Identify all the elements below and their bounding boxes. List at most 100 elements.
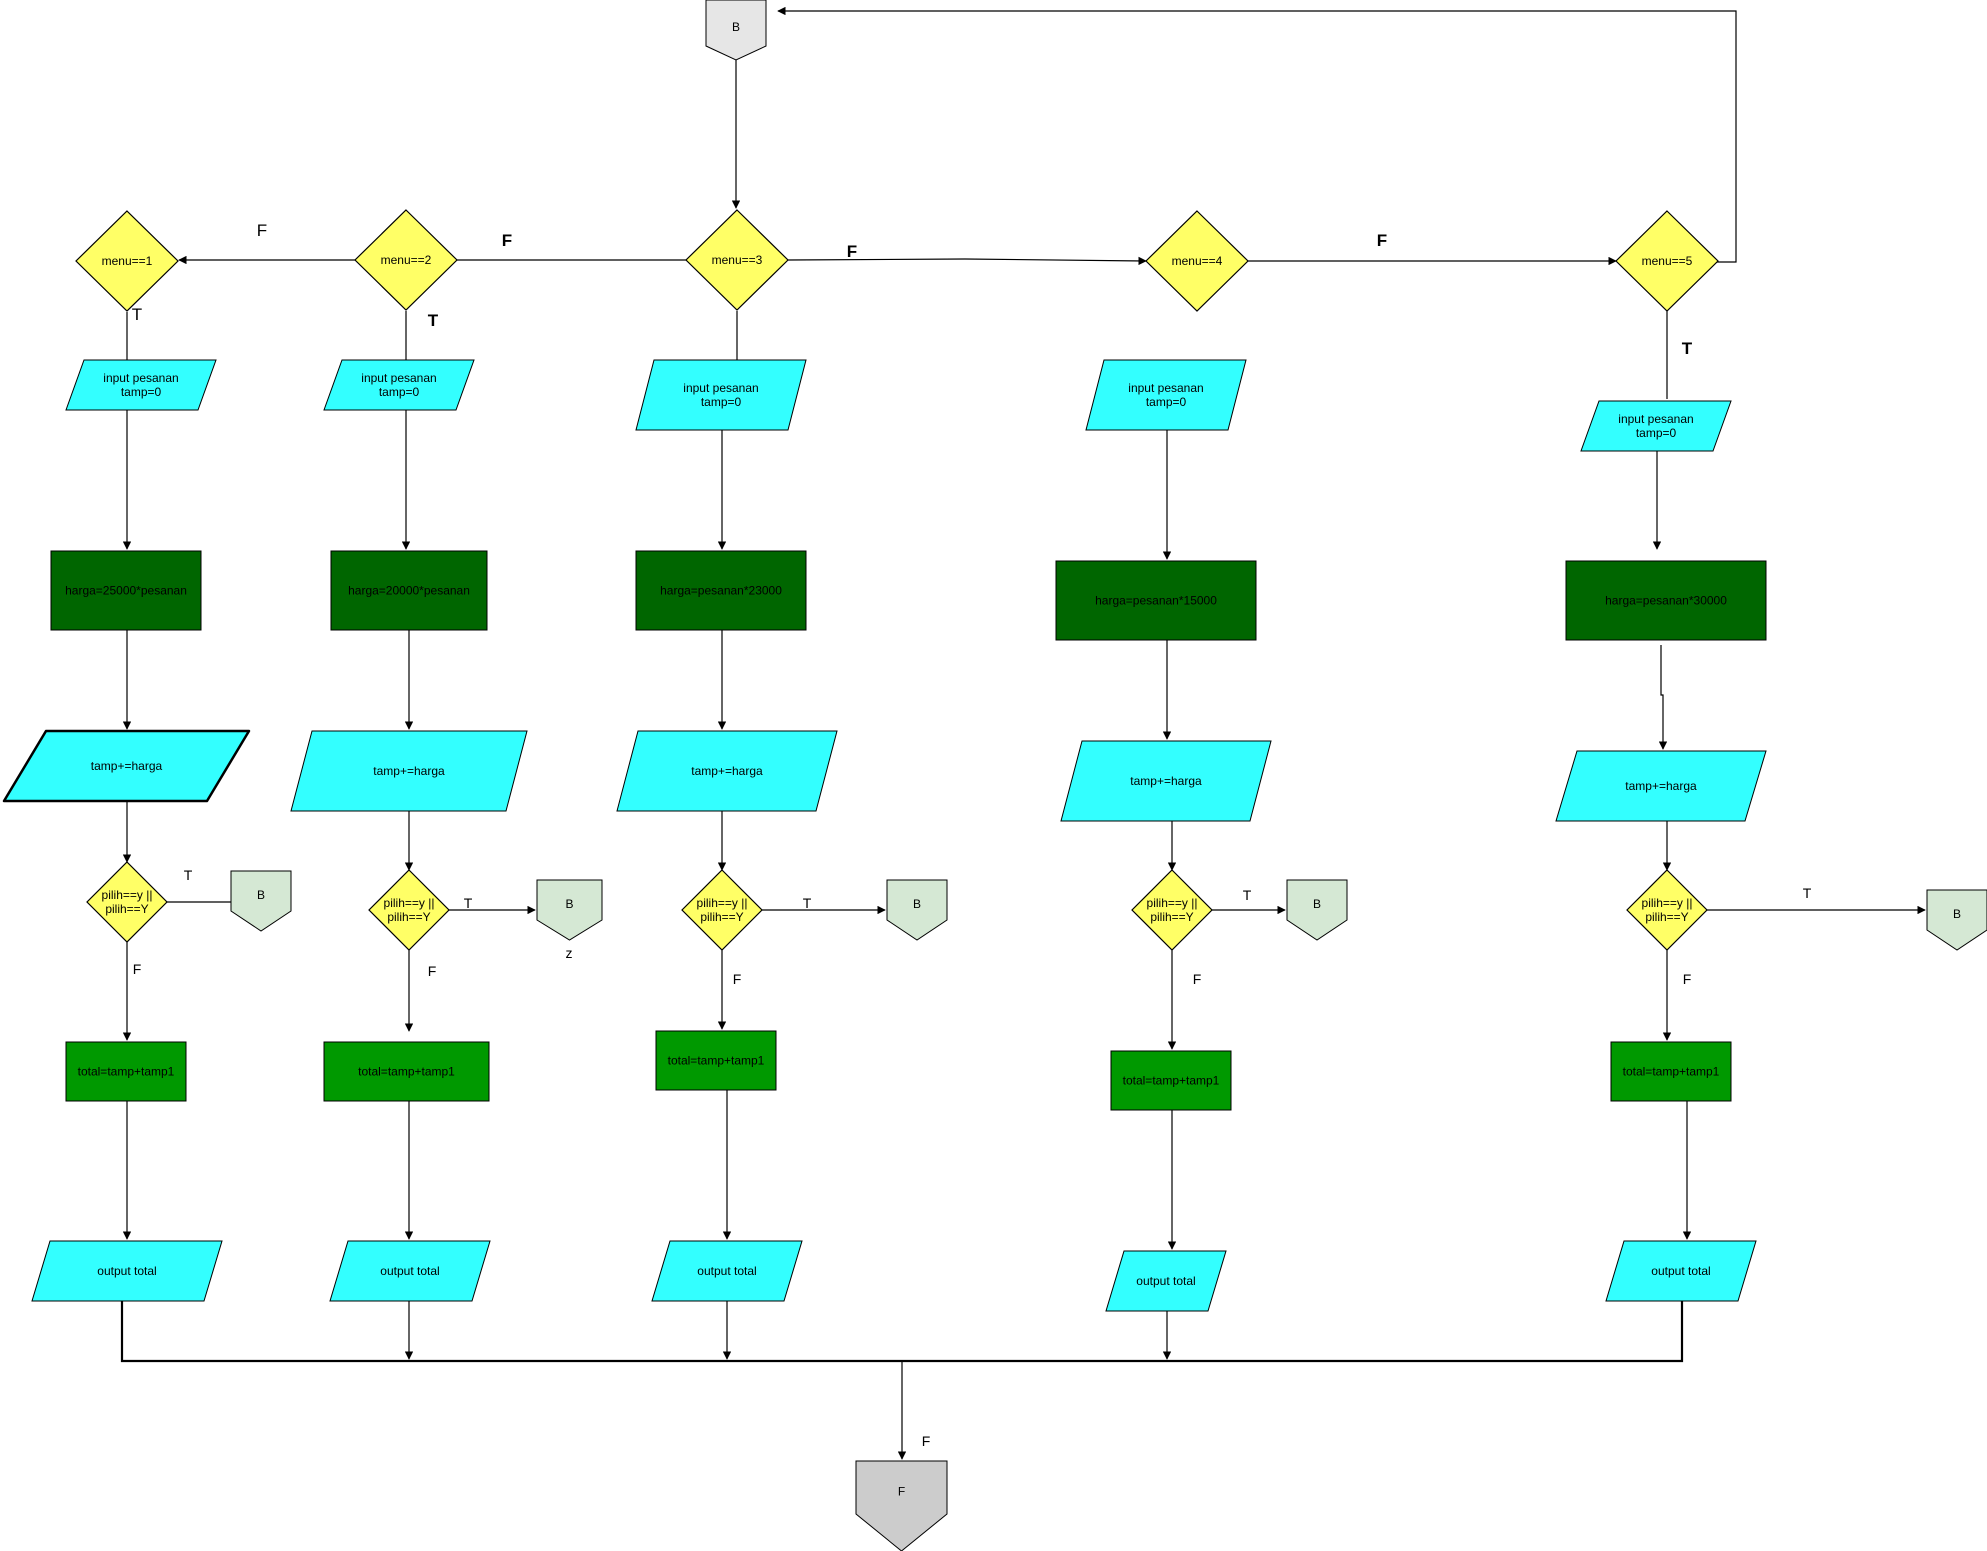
start-connector-b-shape (705, 0, 767, 61)
decision-pilih-5-label: pilih==y ||pilih==Y (1642, 896, 1693, 924)
accum-tamp-5[interactable]: tamp+=harga (1555, 750, 1767, 822)
calc-total-5[interactable]: total=tamp+tamp1 (1610, 1041, 1732, 1102)
connector-b-1-shape (230, 870, 292, 932)
edge-label-t: T (1243, 887, 1252, 903)
output-total-1-shape (31, 1240, 223, 1302)
start-connector-b[interactable]: B (705, 0, 767, 61)
edge-label-t: T (464, 895, 473, 911)
calc-harga-4[interactable]: harga=pesanan*15000 (1055, 560, 1257, 641)
calc-harga-3[interactable]: harga=pesanan*23000 (635, 550, 807, 631)
decision-pilih-1[interactable]: pilih==y ||pilih==Y (86, 861, 168, 943)
edge-label-f: F (1193, 971, 1202, 987)
input-pesanan-1-shape (65, 359, 217, 411)
calc-harga-2[interactable]: harga=20000*pesanan (330, 550, 488, 631)
end-terminator-f-shape (855, 1460, 948, 1551)
decision-menu-2[interactable]: menu==2 (354, 209, 458, 311)
calc-total-2-label: total=tamp+tamp1 (358, 1065, 455, 1079)
calc-harga-5[interactable]: harga=pesanan*30000 (1565, 560, 1767, 641)
decision-pilih-2[interactable]: pilih==y ||pilih==Y (368, 869, 450, 951)
connector-b-2[interactable]: B (536, 879, 603, 941)
decision-menu-5-shape (1615, 210, 1719, 312)
edge-label-f: F (502, 231, 512, 250)
decision-menu-3[interactable]: menu==3 (685, 209, 789, 311)
calc-total-5-label: total=tamp+tamp1 (1623, 1065, 1720, 1079)
calc-total-1[interactable]: total=tamp+tamp1 (65, 1041, 187, 1102)
decision-menu-1[interactable]: menu==1 (75, 210, 179, 312)
output-total-5[interactable]: output total (1605, 1240, 1757, 1302)
output-total-4[interactable]: output total (1105, 1250, 1227, 1312)
connector-b-4[interactable]: B (1286, 879, 1348, 941)
decision-pilih-3-label: pilih==y ||pilih==Y (697, 896, 748, 924)
output-total-2[interactable]: output total (329, 1240, 491, 1302)
output-total-4-label: output total (1136, 1274, 1195, 1288)
connector-b-2-label: B (565, 897, 573, 911)
calc-harga-3-shape (635, 550, 807, 631)
flow-calc-to-accum-5 (1658, 645, 1668, 750)
accum-tamp-1[interactable]: tamp+=harga (2, 729, 251, 803)
accum-tamp-3[interactable]: tamp+=harga (616, 730, 838, 812)
calc-total-1-shape (65, 1041, 187, 1102)
decision-menu-2-shape (354, 209, 458, 311)
calc-harga-5-shape (1565, 560, 1767, 641)
connector-b-5-shape (1926, 889, 1987, 951)
edge-label-f: F (257, 221, 267, 240)
calc-total-3-label: total=tamp+tamp1 (668, 1054, 765, 1068)
accum-tamp-2-shape (290, 730, 528, 812)
end-terminator-f[interactable]: F (855, 1460, 948, 1551)
output-total-3[interactable]: output total (651, 1240, 803, 1302)
edge-label-t: T (184, 867, 193, 883)
connector-b-5[interactable]: B (1926, 889, 1987, 951)
decision-pilih-3[interactable]: pilih==y ||pilih==Y (681, 869, 763, 951)
connector-b-4-shape (1286, 879, 1348, 941)
decision-menu-3-label: menu==3 (712, 253, 763, 267)
accum-tamp-4-shape (1060, 740, 1272, 822)
calc-harga-2-label: harga=20000*pesanan (348, 584, 470, 598)
accum-tamp-5-shape (1555, 750, 1767, 822)
decision-menu-4[interactable]: menu==4 (1145, 210, 1249, 312)
decision-menu-4-label: menu==4 (1172, 254, 1223, 268)
connector-b-3[interactable]: B (886, 879, 948, 941)
calc-harga-3-label: harga=pesanan*23000 (660, 584, 782, 598)
decision-menu-5[interactable]: menu==5 (1615, 210, 1719, 312)
calc-harga-2-shape (330, 550, 488, 631)
calc-total-2-shape (323, 1041, 490, 1102)
accum-tamp-5-label: tamp+=harga (1625, 779, 1697, 793)
edge-label-f: F (1683, 971, 1692, 987)
calc-harga-4-label: harga=pesanan*15000 (1095, 594, 1217, 608)
connector-b-5-label: B (1953, 907, 1961, 921)
end-terminator-f-label: F (898, 1485, 905, 1499)
accum-tamp-4[interactable]: tamp+=harga (1060, 740, 1272, 822)
decision-pilih-5[interactable]: pilih==y ||pilih==Y (1626, 869, 1708, 951)
edge-label-f: F (847, 242, 857, 261)
accum-tamp-3-shape (616, 730, 838, 812)
decision-menu-1-shape (75, 210, 179, 312)
calc-harga-1[interactable]: harga=25000*pesanan (50, 550, 202, 631)
note-z: z (566, 945, 573, 961)
calc-total-3[interactable]: total=tamp+tamp1 (655, 1030, 777, 1091)
edge-label-t: T (803, 895, 812, 911)
edge-label-f: F (428, 963, 437, 979)
calc-total-2[interactable]: total=tamp+tamp1 (323, 1041, 490, 1102)
calc-total-4-shape (1110, 1050, 1232, 1111)
calc-total-4-label: total=tamp+tamp1 (1123, 1074, 1220, 1088)
output-total-1[interactable]: output total (31, 1240, 223, 1302)
calc-total-4[interactable]: total=tamp+tamp1 (1110, 1050, 1232, 1111)
accum-tamp-2[interactable]: tamp+=harga (290, 730, 528, 812)
merge-bus (120, 1301, 1684, 1363)
accum-tamp-1-label: tamp+=harga (91, 759, 163, 773)
connector-b-1[interactable]: B (230, 870, 292, 932)
decision-pilih-1-label: pilih==y ||pilih==Y (102, 888, 153, 916)
decision-pilih-4-label: pilih==y ||pilih==Y (1147, 896, 1198, 924)
decision-pilih-4[interactable]: pilih==y ||pilih==Y (1131, 869, 1213, 951)
edge-label-t: T (132, 305, 142, 324)
